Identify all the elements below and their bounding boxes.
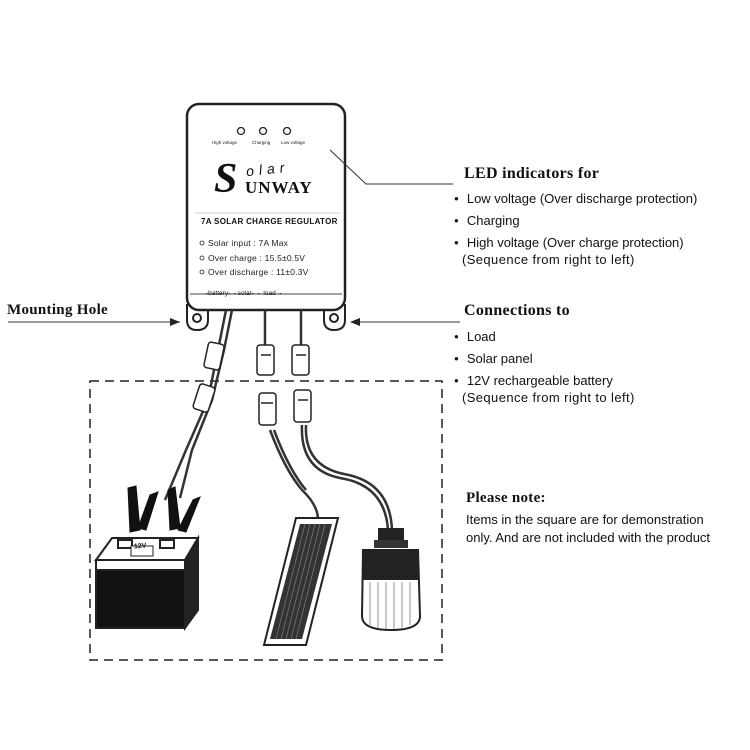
brand-initial: S	[214, 156, 238, 202]
brand-name: unway	[245, 178, 313, 197]
battery-connector	[192, 341, 225, 413]
led-indicators-list: Low voltage (Over discharge protection) …	[454, 189, 698, 255]
battery-label: 12V	[133, 542, 147, 551]
list-item: High voltage (Over charge protection)	[454, 233, 697, 255]
spec-over-discharge: Over discharge : 11±0.3V	[208, 267, 309, 277]
spec-solar-input: Solar input : 7A Max	[208, 238, 289, 248]
please-note-text: Items in the square are for demonstratio…	[466, 511, 710, 547]
spec-over-charge: Over charge : 15.5±0.5V	[208, 253, 306, 263]
model-label: 7A SOLAR CHARGE REGULATOR	[201, 217, 338, 226]
led-label-low-voltage: Low voltage	[281, 140, 306, 145]
list-item: 12V rechargeable battery	[454, 371, 613, 393]
list-item: Low voltage (Over discharge protection)	[454, 189, 698, 211]
led-charging	[258, 126, 268, 136]
connections-sequence-note: (Sequence from right to left)	[462, 390, 635, 405]
alligator-clips	[127, 485, 201, 533]
please-note-heading: Please note:	[466, 490, 546, 506]
charge-controller	[185, 102, 347, 312]
load-connector	[291, 344, 312, 423]
list-item: Load	[454, 327, 613, 349]
solar-panel	[262, 517, 340, 646]
led-indicators-heading: LED indicators for	[464, 165, 600, 182]
solar-connector	[256, 344, 277, 426]
list-item: Solar panel	[454, 349, 613, 371]
led-sequence-note: (Sequence from right to left)	[462, 252, 635, 267]
battery	[94, 534, 200, 632]
load-cable	[299, 310, 394, 531]
note-line: only. And are not included with the prod…	[466, 530, 711, 545]
connections-heading: Connections to	[464, 302, 570, 319]
led-high-voltage	[236, 126, 246, 136]
note-line: Items in the square are for demonstratio…	[466, 512, 704, 527]
connections-list: Load Solar panel 12V rechargeable batter…	[454, 327, 613, 393]
leader-lines	[8, 149, 460, 323]
terminal-labels: -battery- - solar- - load -	[206, 290, 282, 297]
led-label-high-voltage: High voltage	[212, 140, 238, 145]
led-low-voltage	[282, 126, 292, 136]
led-label-charging: Charging	[252, 140, 271, 145]
mounting-hole-label: Mounting Hole	[7, 302, 108, 318]
solar-cable	[263, 310, 320, 521]
light-bulb	[360, 528, 422, 632]
list-item: Charging	[454, 211, 697, 233]
